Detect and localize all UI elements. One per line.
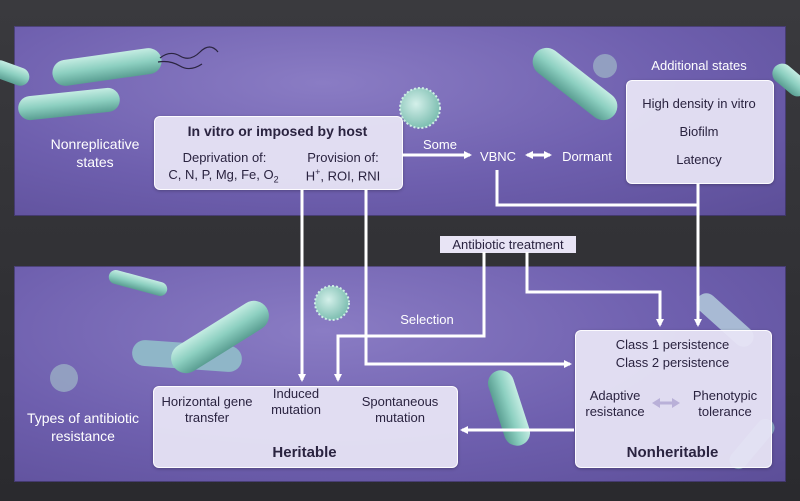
some-label: Some: [423, 137, 457, 152]
induced-mutation: Induced mutation: [271, 386, 321, 417]
additional-state-latency: Latency: [676, 152, 722, 167]
vbnc-to-nonheritable-line: [495, 170, 698, 207]
coccus-3: [314, 285, 350, 321]
nonheritable-title: Nonheritable: [626, 444, 719, 461]
selection-arrow: [334, 252, 486, 382]
adaptive-resistance: Adaptive resistance: [585, 388, 645, 419]
additional-states-box: [626, 80, 774, 184]
nonreplicative-states-label: Nonreplicative states: [50, 136, 140, 170]
deprivation-heading: Deprivation of:: [182, 150, 267, 165]
host-to-nonheritable-arrow: [364, 189, 572, 368]
rod-bacterium-6: [132, 300, 269, 374]
types-of-antibiotic-resistance-label: Types of antibiotic resistance: [26, 410, 140, 444]
class-2-persistence: Class 2 persistence: [615, 355, 730, 370]
rod-bacterium-7: [487, 370, 531, 446]
coccus-2: [593, 54, 617, 78]
phenotypic-tolerance: Phenotypic tolerance: [692, 388, 758, 419]
rod-bacterium-5: [108, 270, 168, 296]
horizontal-gene-transfer: Horizontal gene transfer: [161, 394, 253, 425]
class-1-persistence: Class 1 persistence: [615, 337, 730, 352]
antibiotic-to-nonheritable-arrow: [525, 252, 664, 327]
coccus-1: [399, 87, 441, 129]
deprivation-items: C, N, P, Mg, Fe, O2: [168, 167, 279, 185]
vbnc-label: VBNC: [479, 149, 517, 164]
host-box-title: In vitro or imposed by host: [187, 123, 368, 139]
additional-state-biofilm: Biofilm: [679, 124, 719, 139]
additional-state-high-density: High density in vitro: [642, 96, 756, 111]
rod-bacterium-10: [772, 63, 800, 97]
rod-bacterium-1: [52, 46, 219, 86]
spontaneous-mutation: Spontaneous mutation: [361, 394, 439, 425]
heritable-box: [153, 386, 458, 468]
rod-bacterium-2: [18, 87, 120, 121]
provision-heading: Provision of:: [307, 150, 379, 165]
host-conditions-box: [154, 116, 403, 190]
dormant-label: Dormant: [562, 149, 612, 164]
selection-label: Selection: [400, 312, 454, 327]
adaptive-phenotypic-arrowheads: [652, 398, 680, 408]
heritable-title: Heritable: [272, 444, 337, 461]
coccus-4: [50, 364, 78, 392]
provision-items: H+, ROI, RNI: [305, 167, 381, 184]
antibiotic-treatment-label: Antibiotic treatment: [440, 236, 576, 253]
rod-bacterium-3: [0, 60, 30, 86]
rod-bacterium-4: [532, 47, 618, 121]
additional-states-heading: Additional states: [651, 58, 747, 73]
